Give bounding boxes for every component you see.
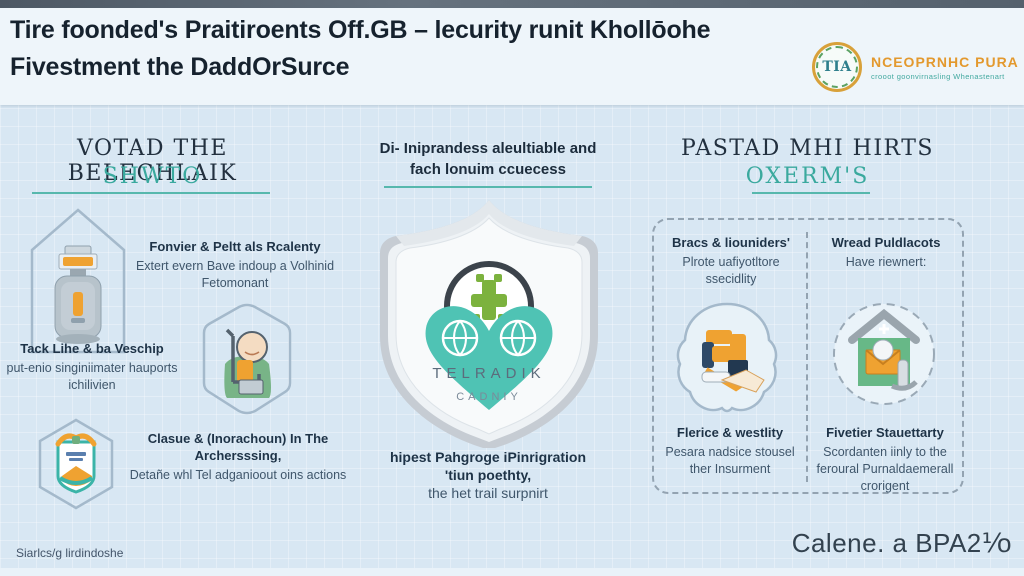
center-caption-bold1: hipest Pahgroge iPinrigration xyxy=(389,449,587,465)
center-heading: Di- Iniprandess aleultiable and fach lon… xyxy=(363,138,613,180)
center-caption-regular: the het trail surpnirt xyxy=(428,485,548,501)
logo-tagline: crooot goonvirnasling Whenastenart xyxy=(871,71,1005,81)
logo-monogram: TIA xyxy=(822,59,852,75)
center-shield-icon: TELRADIK CADNIY xyxy=(372,198,606,448)
left-subheading: SHWTO xyxy=(102,164,203,189)
right-subheading: OXERM'S xyxy=(745,164,870,189)
right-cell-2-body: Have riewnert: xyxy=(845,255,927,269)
left-item-1: Fonvier & Peltt als Rcalenty Extert ever… xyxy=(135,238,335,292)
right-cell-4: Fivetier Stauettarty Scordanten iinly to… xyxy=(810,424,960,495)
right-cell-1-title: Bracs & liouniders' xyxy=(672,235,790,250)
shield-label-line1: TELRADIK xyxy=(432,365,545,382)
center-heading-line2: fach lonuim ccuecess xyxy=(410,161,566,178)
top-strip xyxy=(0,0,1024,8)
right-cell-1-body: Plrote uafiyotltore ssecidlity xyxy=(682,255,780,286)
left-item-3-body: Detañe whl Tel adganioout oins actions xyxy=(129,468,347,482)
right-panel-divider xyxy=(806,232,808,482)
left-item-3-title: Clasue & (Inorachoun) In The Archersssin… xyxy=(147,431,329,463)
page-title-line2: Fivestment the DaddOrSurce xyxy=(10,53,350,81)
center-heading-rule xyxy=(384,186,592,188)
logo: TIA NCEOPRNHC PURA crooot goonvirnasling… xyxy=(812,42,1019,92)
page-title-line1: Tire foonded's Praitiroents Off.GB – lec… xyxy=(10,16,711,44)
right-cell-3-body: Pesara nadsice stousel ther Insurment xyxy=(665,445,795,476)
right-cell-3-title: Flerice & westlity xyxy=(676,425,784,440)
left-heading: VOTAD THE BELECHLAIK xyxy=(67,136,238,186)
left-item-2-body: put-enio singiniimater hauports ichilivi… xyxy=(6,361,178,392)
right-cell-2-title: Wread Puldlacots xyxy=(831,235,941,250)
bottom-strip xyxy=(0,568,1024,576)
hexagon-badge-icon xyxy=(34,418,118,510)
hexagon-person-icon xyxy=(197,302,297,416)
right-cell-1: Bracs & liouniders' Plrote uafiyotltore … xyxy=(662,234,800,288)
right-panel xyxy=(652,218,964,494)
left-item-2-title: Tack Lihe & ba Veschip xyxy=(20,341,164,356)
page-title: Tire foonded's Praitiroents Off.GB – lec… xyxy=(10,12,800,86)
right-cell-4-body: Scordanten iinly to the feroural Purnald… xyxy=(816,445,954,493)
brain-machine-icon xyxy=(672,300,782,418)
logo-text: NCEOPRNHC PURA crooot goonvirnasling Whe… xyxy=(871,54,1019,81)
center-caption-bold2: 'tiun poethty, xyxy=(444,467,532,483)
right-heading-rule xyxy=(752,192,870,194)
house-outline-icon xyxy=(28,206,128,356)
right-heading: PASTAD MHI HIRTS xyxy=(681,136,934,161)
footer-brand-text: Calene. a BPA2⅟o xyxy=(791,528,1012,558)
footer-source-text: Siarlcs/g lirdindoshe xyxy=(16,546,124,560)
left-item-3: Clasue & (Inorachoun) In The Archersssin… xyxy=(128,430,348,484)
right-cell-3: Flerice & westlity Pesara nadsice stouse… xyxy=(660,424,800,478)
right-cell-2: Wread Puldlacots Have riewnert: xyxy=(814,234,958,271)
shield-label-line2: CADNIY xyxy=(456,391,522,403)
logo-name: NCEOPRNHC PURA xyxy=(871,53,1019,70)
house-cross-icon xyxy=(832,298,936,414)
center-heading-line1: Di- Iniprandess aleultiable and xyxy=(379,140,597,157)
left-item-1-body: Extert evern Bave indoup a Volhinid Feto… xyxy=(135,259,335,290)
left-item-2: Tack Lihe & ba Veschip put-enio singinii… xyxy=(2,340,182,394)
left-item-1-title: Fonvier & Peltt als Rcalenty xyxy=(149,239,321,254)
left-heading-rule xyxy=(32,192,270,194)
logo-badge-icon: TIA xyxy=(812,42,862,92)
right-cell-4-title: Fivetier Stauettarty xyxy=(826,425,944,440)
center-caption: hipest Pahgroge iPinrigration 'tiun poet… xyxy=(363,448,613,502)
